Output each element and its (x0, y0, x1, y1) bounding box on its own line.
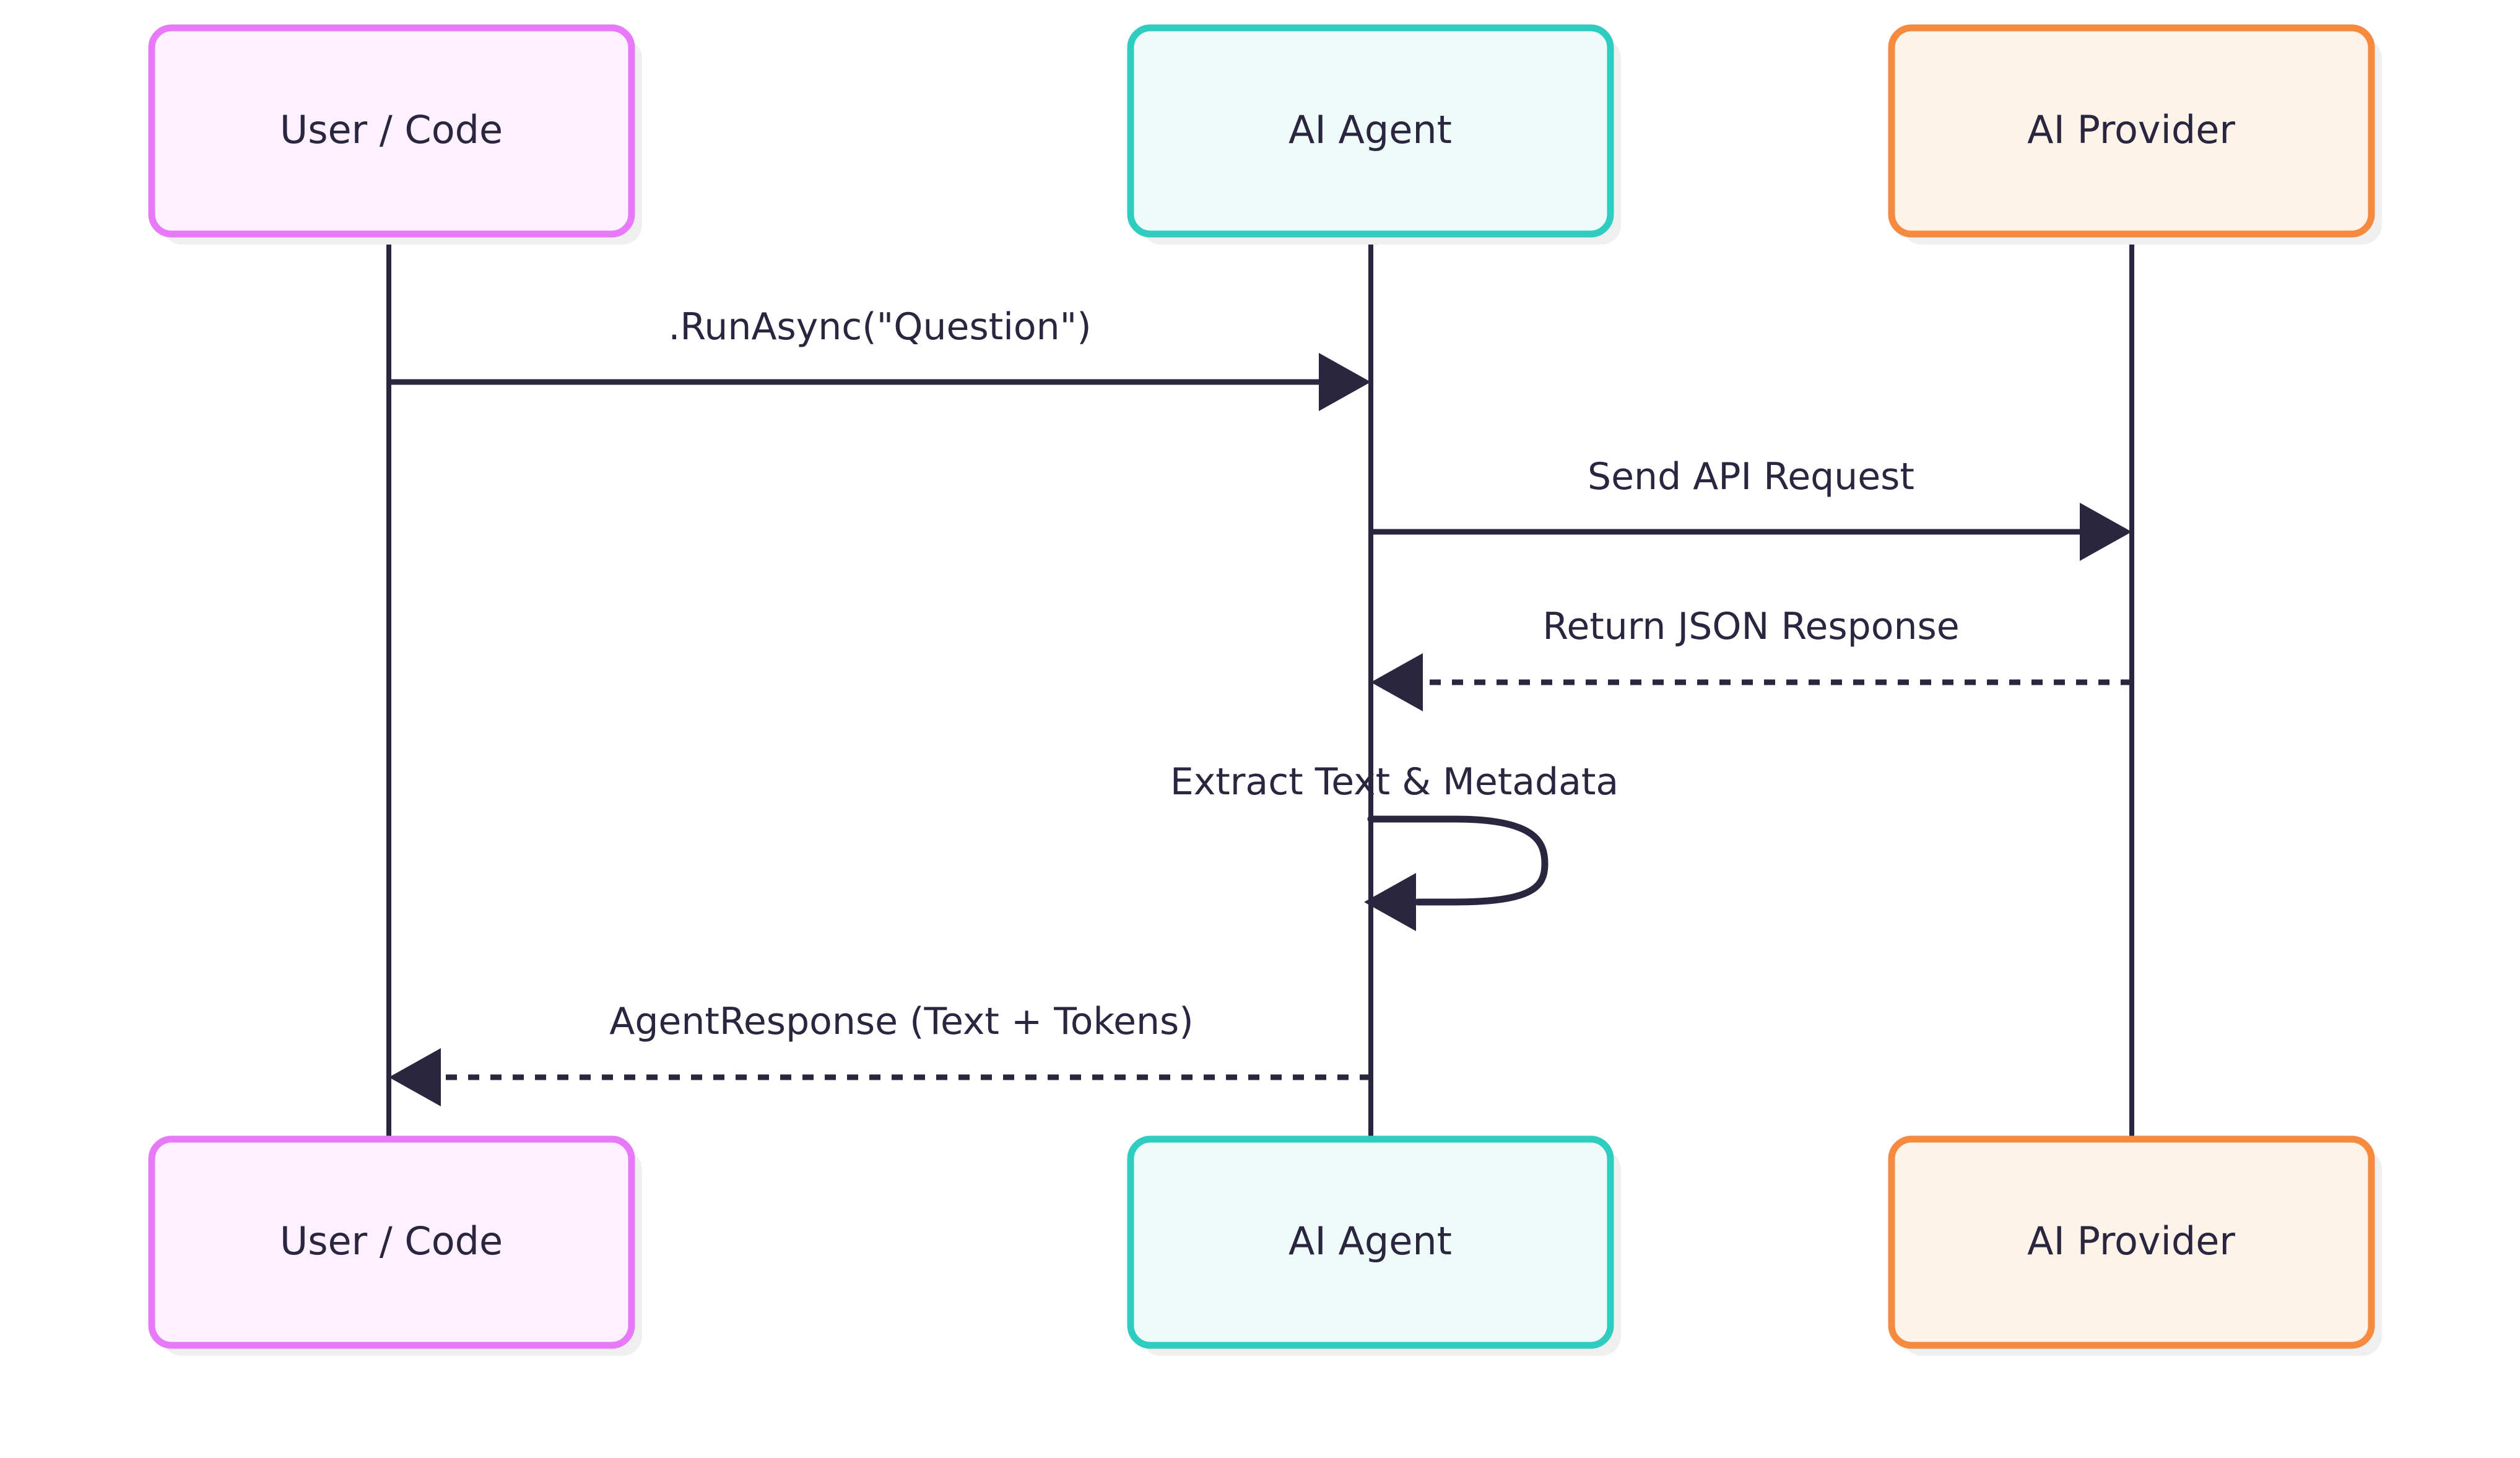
message-3-label: Return JSON Response (1542, 605, 1959, 648)
actor-agent-bottom-label: AI Agent (1288, 1218, 1452, 1264)
actor-agent-top-label: AI Agent (1288, 107, 1452, 152)
actor-user-bottom[interactable]: User / Code (148, 1135, 642, 1356)
actor-agent-top-box[interactable] (1127, 24, 1614, 238)
actor-user-top-label: User / Code (280, 107, 503, 152)
message-3-return-json-response[interactable]: Return JSON Response (1371, 605, 2132, 711)
actor-provider-bottom-label: AI Provider (2027, 1218, 2235, 1264)
lifelines-group (386, 234, 2134, 1142)
message-4-arrowhead (1364, 873, 1416, 931)
actor-provider-top-box[interactable] (1888, 24, 2375, 238)
message-5-agent-response[interactable]: AgentResponse (Text + Tokens) (389, 1000, 1371, 1106)
actor-user-top-box[interactable] (148, 24, 635, 238)
message-5-arrowhead (389, 1048, 441, 1106)
message-4-loop-path (1367, 815, 1549, 906)
actor-provider-top[interactable]: AI Provider (1888, 24, 2382, 245)
message-2-label: Send API Request (1588, 455, 1914, 498)
actor-agent-bottom-box[interactable] (1127, 1135, 1614, 1349)
actor-provider-bottom[interactable]: AI Provider (1888, 1135, 2382, 1356)
actor-provider-top-label: AI Provider (2027, 107, 2235, 152)
actor-agent-top[interactable]: AI Agent (1127, 24, 1621, 245)
message-4-label: Extract Text & Metadata (1170, 760, 1618, 804)
actor-user-top[interactable]: User / Code (148, 24, 642, 245)
actor-user-bottom-box[interactable] (148, 1135, 635, 1349)
message-5-label: AgentResponse (Text + Tokens) (609, 1000, 1193, 1043)
message-2-arrowhead (2080, 503, 2132, 561)
message-1-run-async[interactable]: .RunAsync("Question") (389, 305, 1371, 411)
message-1-label: .RunAsync("Question") (668, 305, 1091, 349)
message-3-arrowhead (1371, 653, 1423, 711)
actor-user-bottom-label: User / Code (280, 1218, 503, 1264)
actor-boxes-top: User / Code AI Agent AI Provider (148, 24, 2382, 245)
message-1-arrowhead (1319, 353, 1371, 411)
message-4-extract-text-metadata[interactable]: Extract Text & Metadata (1170, 760, 1618, 931)
message-2-send-api-request[interactable]: Send API Request (1371, 455, 2132, 561)
actor-agent-bottom[interactable]: AI Agent (1127, 1135, 1621, 1356)
actor-provider-bottom-box[interactable] (1888, 1135, 2375, 1349)
actor-boxes-bottom: User / Code AI Agent AI Provider (148, 1135, 2382, 1356)
